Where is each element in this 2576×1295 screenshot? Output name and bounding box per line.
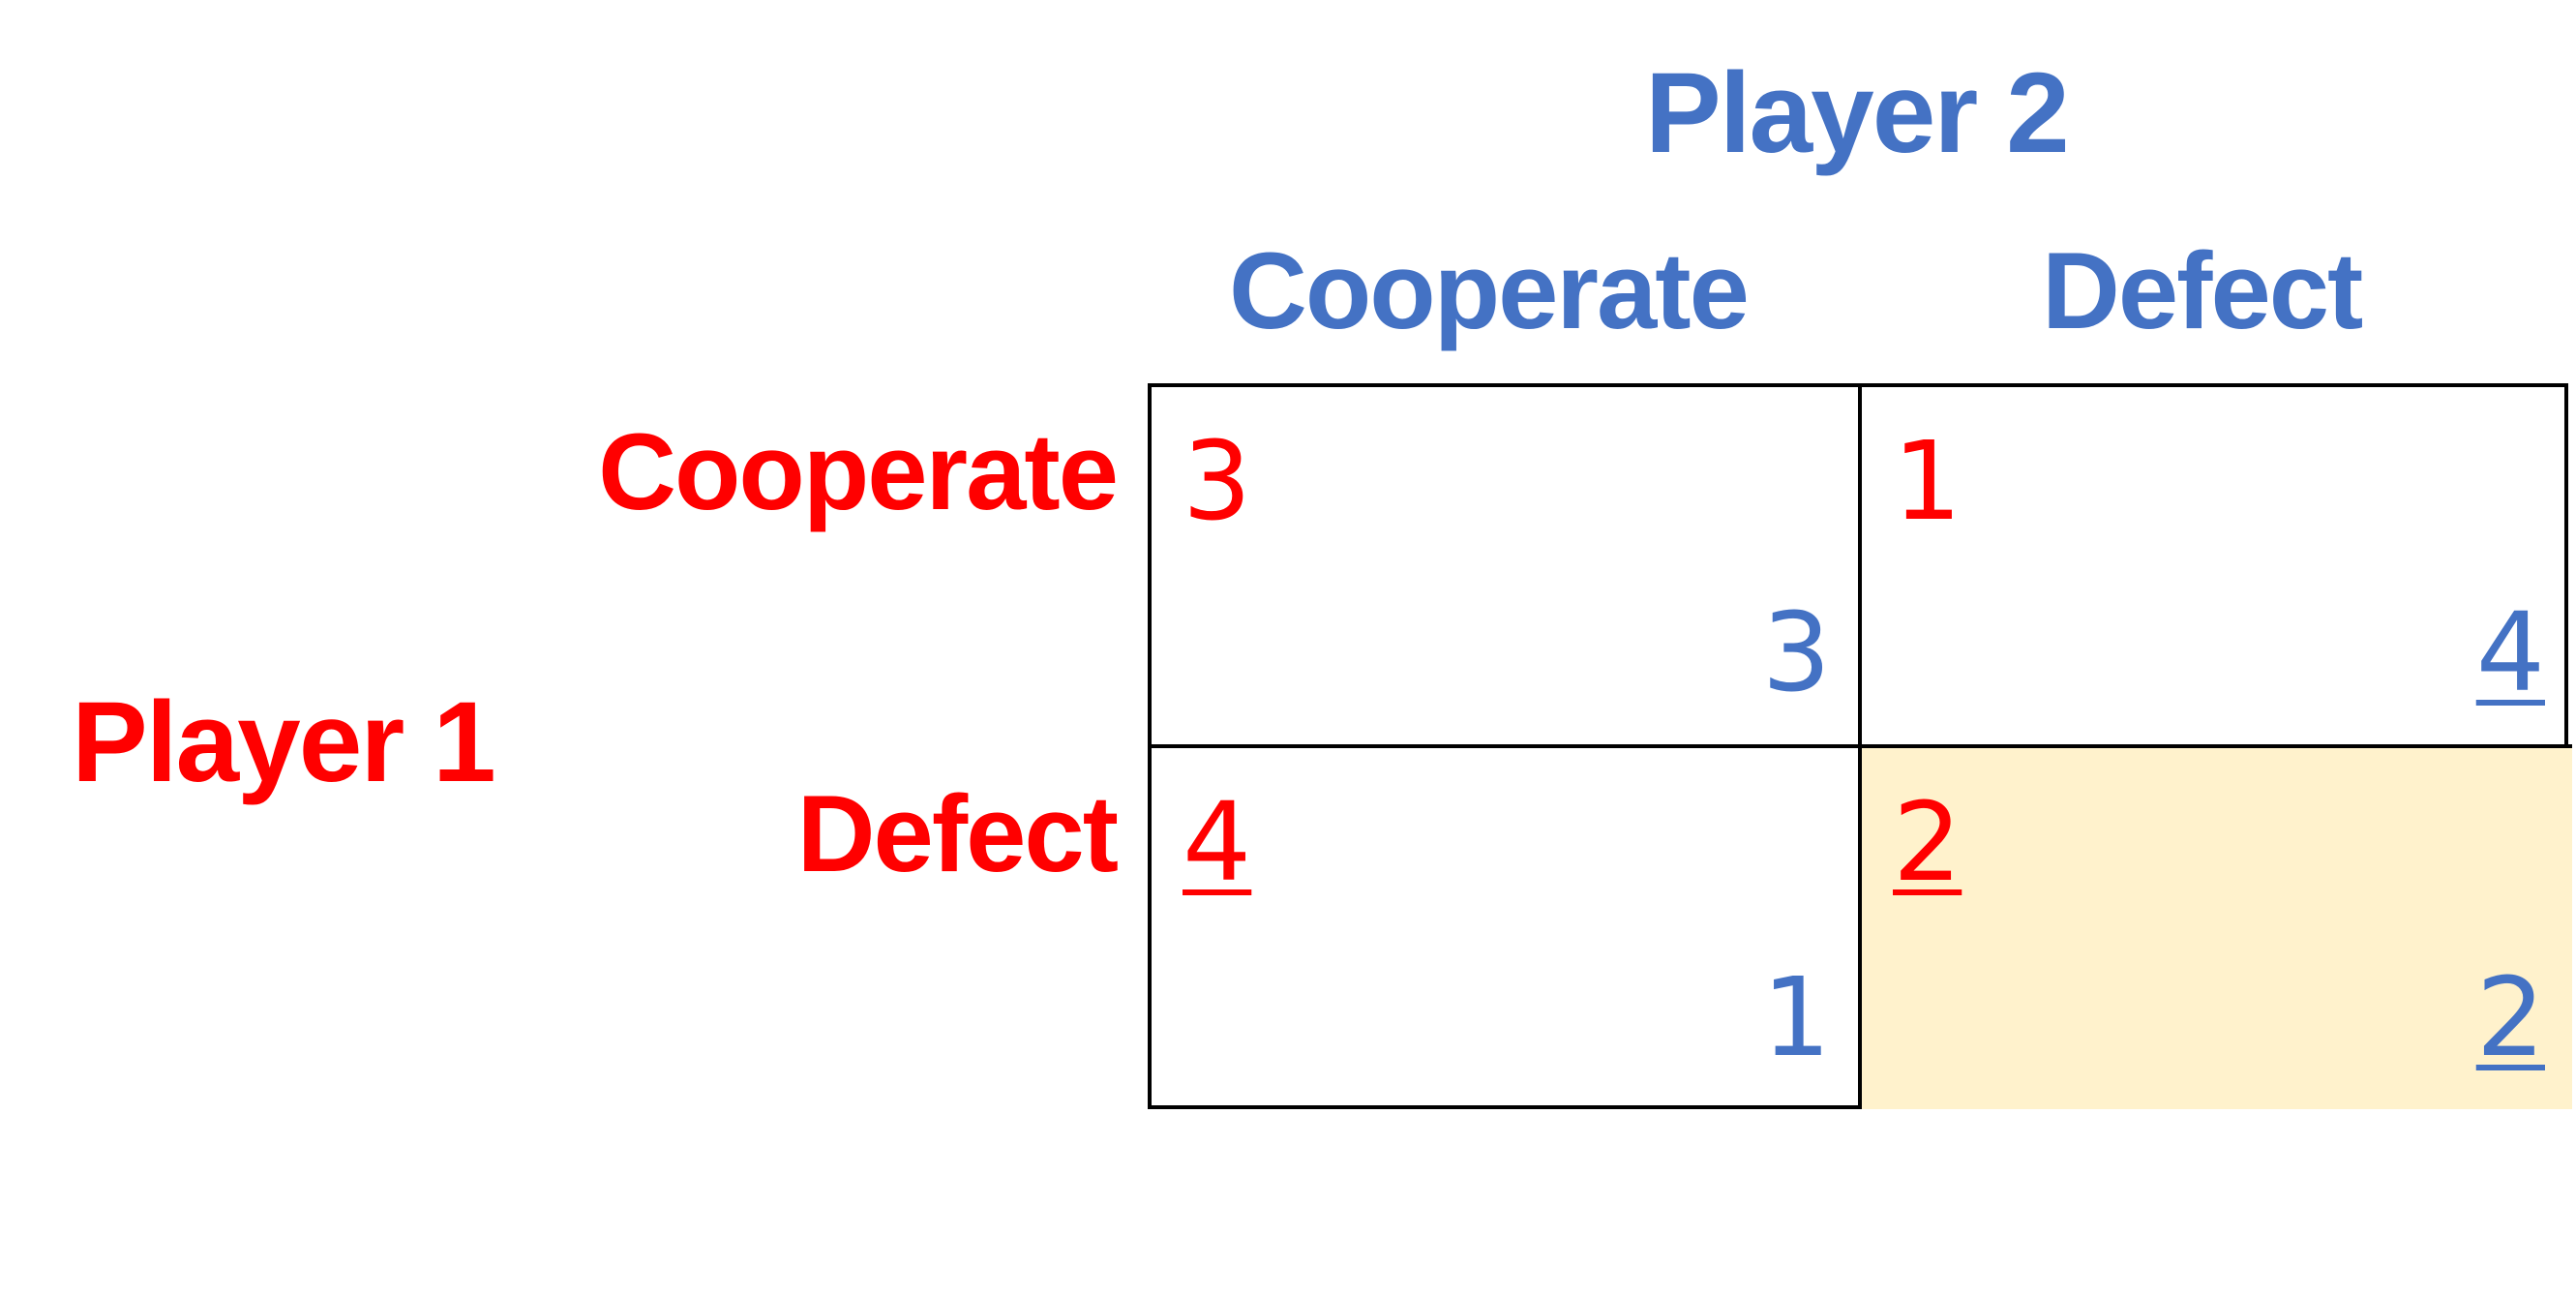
row-header-defect: Defect xyxy=(796,773,1119,894)
player1-payoff: 3 xyxy=(1183,419,1252,545)
player1-payoff-best-response: 4 xyxy=(1183,780,1252,906)
player1-payoff-best-response: 2 xyxy=(1893,780,1962,906)
player1-payoff: 1 xyxy=(1893,419,1962,545)
column-header-cooperate: Cooperate xyxy=(1229,230,1750,351)
row-header-cooperate: Cooperate xyxy=(598,411,1119,532)
player2-payoff: 1 xyxy=(1761,955,1831,1081)
player2-payoff-best-response: 2 xyxy=(2475,955,2545,1081)
cell-cooperate-defect: 1 4 xyxy=(1862,387,2572,748)
cell-defect-cooperate: 4 1 xyxy=(1152,748,1862,1109)
payoff-matrix: 3 3 1 4 4 1 2 2 xyxy=(1148,383,2572,1109)
cell-defect-defect-nash-equilibrium: 2 2 xyxy=(1862,748,2572,1109)
cell-cooperate-cooperate: 3 3 xyxy=(1152,387,1862,748)
column-header-defect: Defect xyxy=(2042,230,2363,351)
player2-payoff-best-response: 4 xyxy=(2475,590,2545,716)
player2-payoff: 3 xyxy=(1761,590,1831,716)
player1-title: Player 1 xyxy=(72,678,496,806)
player2-title: Player 2 xyxy=(1645,49,2070,177)
